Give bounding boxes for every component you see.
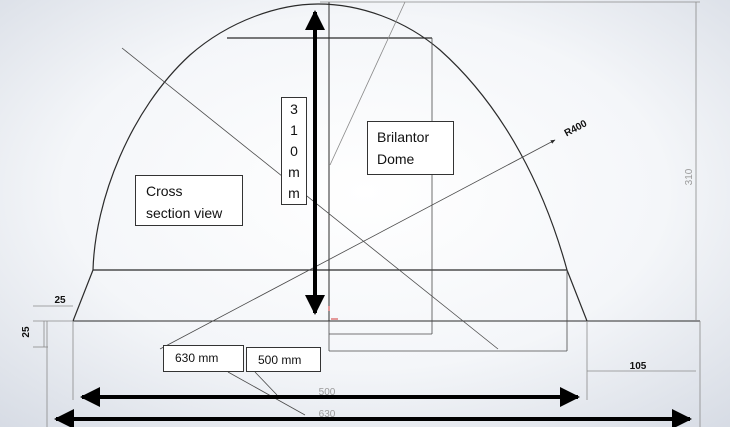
dim-foot-25-h: 25 [54, 295, 66, 306]
height-callout-char: m [288, 163, 300, 180]
dimension-texts: 310 500 630 [319, 168, 695, 420]
dome-outline [72, 2, 700, 322]
origin-marks [328, 306, 338, 320]
section-view-callout: Cross section view [135, 175, 243, 226]
dim-base-500: 500 [319, 387, 336, 398]
dome-right-foot [566, 269, 588, 322]
dome-name-line2: Dome [377, 151, 415, 167]
label-500-text: 500 mm [258, 353, 302, 367]
height-callout-char: 3 [290, 100, 298, 117]
dome-name-callout: Brilantor Dome [367, 121, 454, 175]
dome-name-line1: Brilantor [377, 129, 430, 145]
dome-left-foot [72, 269, 94, 322]
dim-foot-25-v: 25 [21, 326, 32, 338]
construction-lines [33, 1, 701, 427]
dome-arc [92, 3, 568, 271]
section-view-line1: Cross [146, 183, 183, 199]
section-view-line2: section view [146, 205, 223, 221]
label-500-callout: 500 mm [246, 347, 321, 372]
dim-height-310: 310 [684, 168, 695, 185]
radius-leader-right [159, 139, 556, 350]
gray-diagonal [329, 1, 406, 166]
height-callout-box: 3 1 0 m m [281, 97, 307, 205]
label-630-text: 630 mm [175, 351, 219, 365]
height-callout-char: 1 [290, 121, 298, 138]
height-callout-char: m [288, 184, 300, 201]
height-callout-char: 0 [290, 142, 298, 159]
dim-overall-630: 630 [319, 409, 336, 420]
dim-offset-105: 105 [630, 361, 647, 372]
bold-arrows [54, 10, 692, 427]
label-630-callout: 630 mm [163, 345, 244, 372]
